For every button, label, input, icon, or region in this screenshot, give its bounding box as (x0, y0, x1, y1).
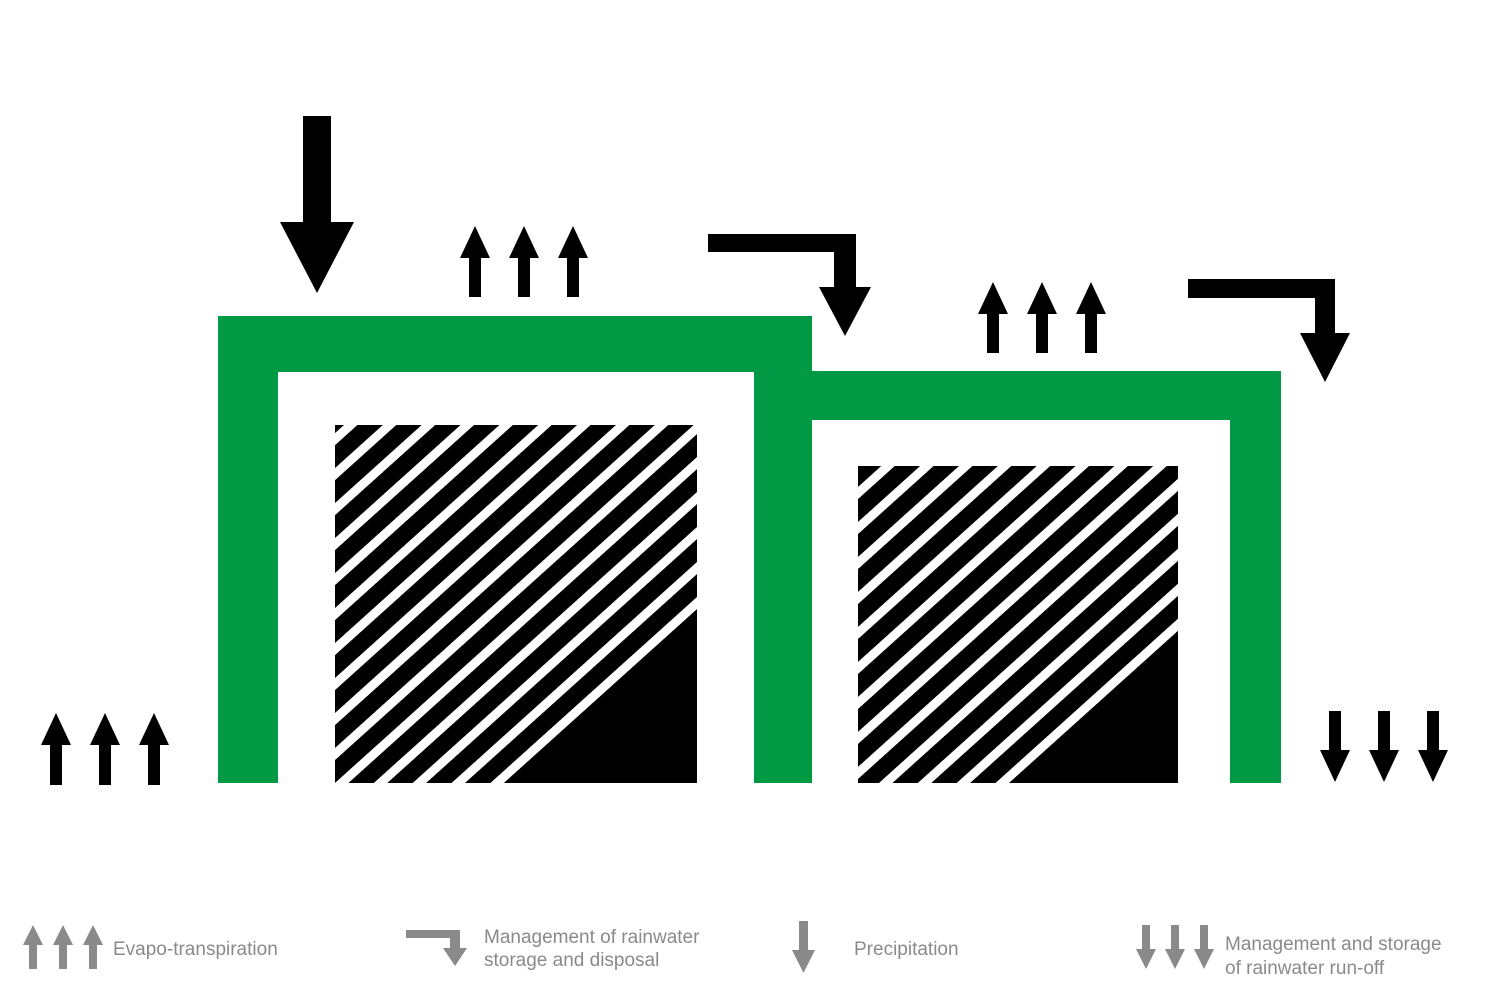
evapo-arrows-ground-icon (41, 713, 169, 785)
legend-precipitation-label: Precipitation (854, 939, 959, 960)
right-building-roof (812, 371, 1281, 783)
bent-arrow-right-roof-icon (1188, 279, 1350, 382)
legend-runoff-line2: of rainwater run-off (1225, 958, 1385, 979)
legend-evapo-label: Evapo-transpiration (113, 939, 278, 960)
precipitation-arrow-icon (280, 116, 354, 293)
legend-runoff-icon (1136, 925, 1214, 969)
legend-management-disposal-line2: storage and disposal (484, 950, 659, 971)
right-hatched-block (858, 466, 1178, 783)
bent-arrow-left-roof-icon (708, 234, 871, 336)
evapo-arrows-left-roof-icon (460, 226, 588, 297)
evapo-arrows-right-roof-icon (978, 282, 1106, 353)
legend-runoff-line1: Management and storage (1225, 934, 1442, 955)
legend-evapo-icon (23, 925, 103, 969)
runoff-arrows-icon (1320, 711, 1448, 782)
left-hatched-block (335, 425, 697, 783)
legend-management-disposal-icon (406, 930, 467, 966)
left-building-roof (218, 316, 812, 783)
legend-management-disposal-line1: Management of rainwater (484, 927, 700, 948)
legend-precipitation-icon (792, 921, 815, 973)
legend: Evapo-transpiration Management of rainwa… (23, 921, 1442, 979)
